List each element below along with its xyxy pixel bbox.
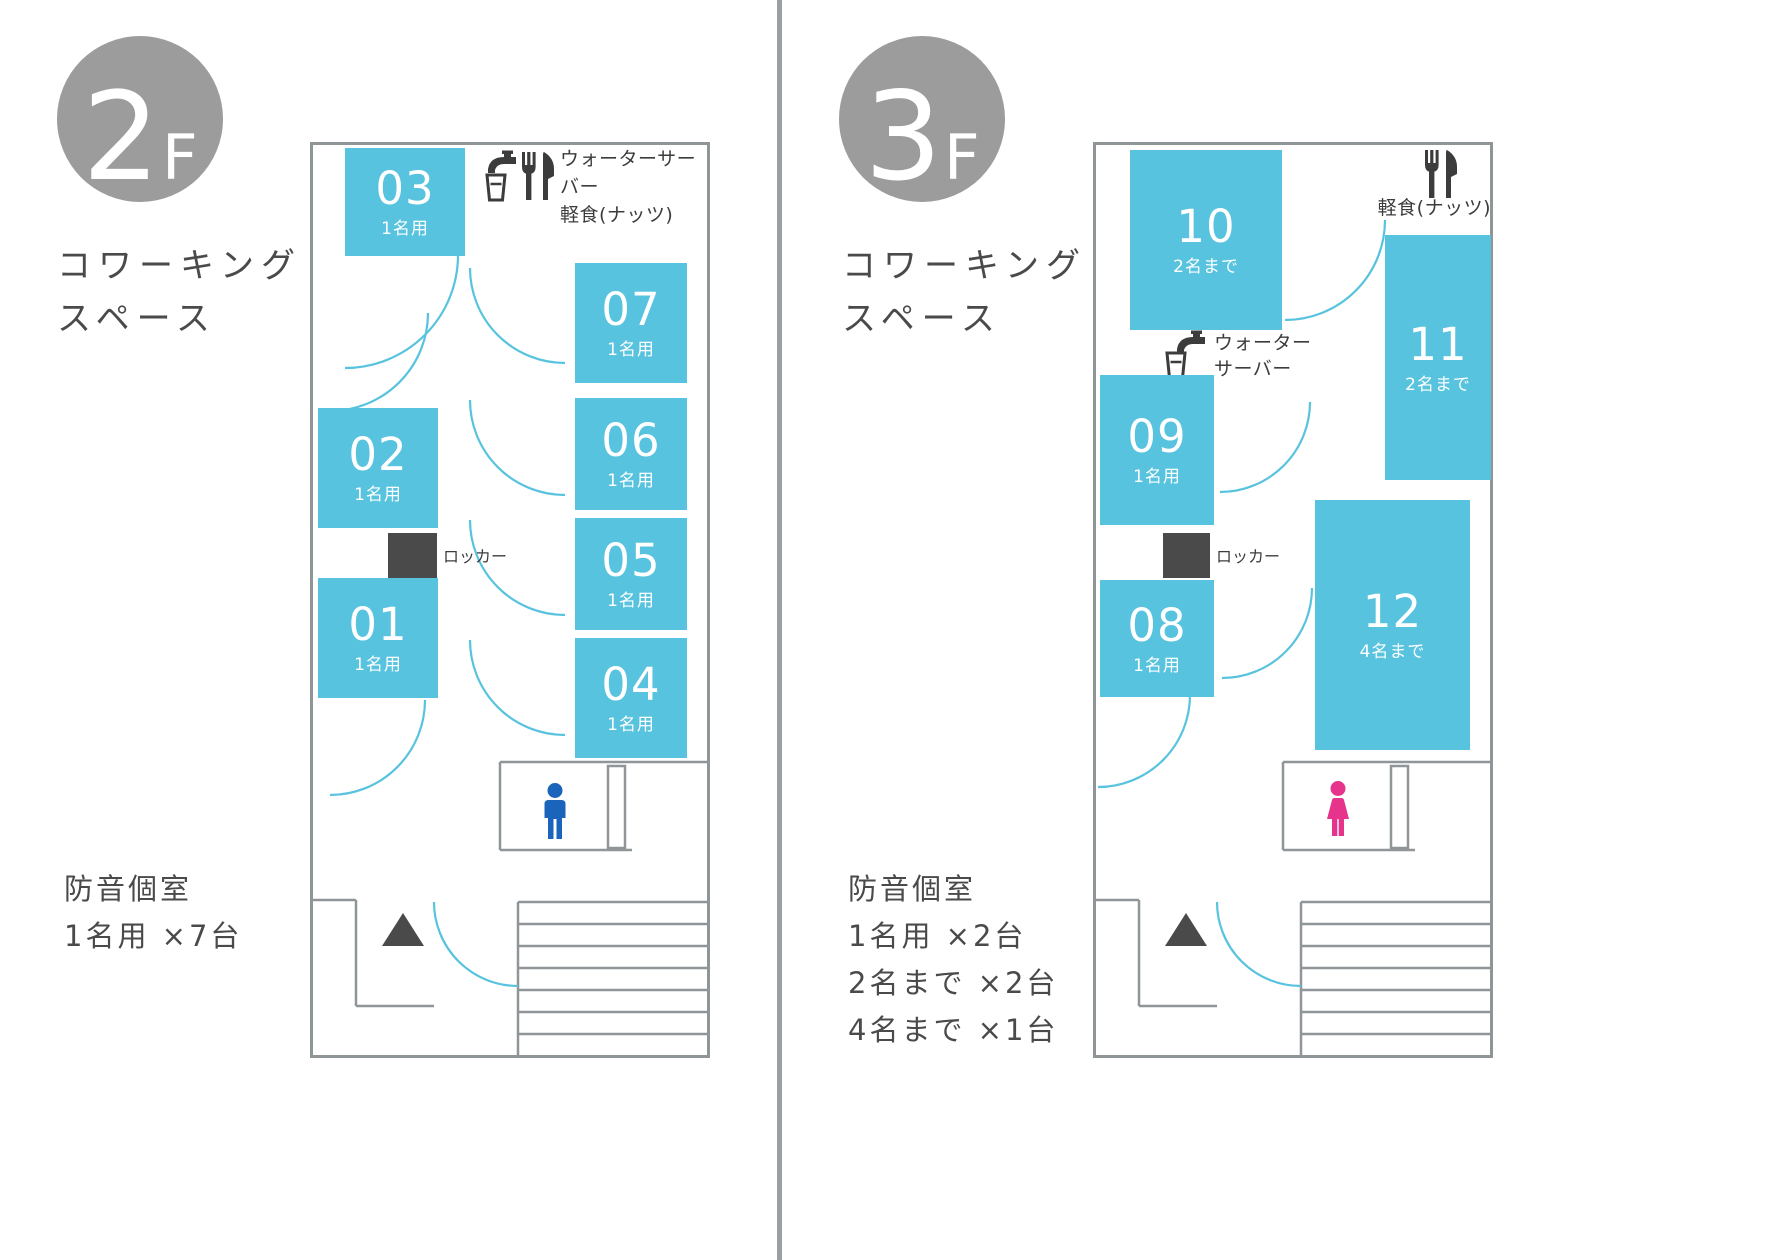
male-restroom-icon [544, 783, 566, 839]
amenity-label: ウォーターサーバー 軽食(ナッツ) [560, 145, 710, 229]
door-arcs [1097, 219, 1387, 988]
room-number: 07 [601, 283, 661, 336]
floor-2-badge: 2 F [57, 36, 223, 202]
room-capacity: 1名用 [607, 715, 655, 735]
floor-2-plan: 03 1名用 07 1名用 06 1名用 05 1名用 04 1名用 02 1名… [310, 142, 710, 1058]
badge-suffix: F [161, 121, 198, 194]
legend-title: 防音個室 [848, 872, 977, 906]
badge-number: 3 [864, 66, 942, 208]
female-restroom-icon [1327, 781, 1349, 836]
legend-line: 4名まで ×1台 [848, 1013, 1059, 1047]
wall-outline [1093, 142, 1493, 1058]
wall-outline [310, 142, 710, 1058]
entrance-triangle-icon [1165, 913, 1207, 946]
room-box: 10 2名まで [1130, 150, 1282, 330]
room-box: 12 4名まで [1315, 500, 1470, 750]
room-box: 11 2名まで [1385, 235, 1491, 480]
legend-line: 2名まで ×2台 [848, 966, 1059, 1000]
room-number: 04 [601, 658, 661, 711]
floor-title-line: コワーキング [57, 246, 302, 286]
room-capacity: 1名用 [1133, 467, 1181, 487]
badge-number: 2 [82, 66, 160, 208]
floor-3-badge: 3 F [839, 36, 1005, 202]
floor-3-plan-drawing [1093, 142, 1493, 1058]
room-number: 11 [1408, 317, 1468, 371]
water-server-icon [1177, 330, 1205, 353]
room-capacity: 1名用 [607, 471, 655, 491]
room-capacity: 1名用 [607, 591, 655, 611]
room-capacity: 1名用 [354, 485, 402, 505]
floor-2-legend: 防音個室 1名用 ×7台 [64, 866, 242, 960]
room-capacity: 1名用 [354, 655, 402, 675]
room-capacity: 2名まで [1405, 374, 1471, 395]
cup-icon [485, 173, 507, 202]
snack-label: 軽食(ナッツ) [1377, 197, 1491, 219]
room-number: 12 [1362, 585, 1423, 638]
legend-line: 1名用 ×2台 [848, 919, 1027, 953]
room-box: 06 1名用 [575, 398, 687, 510]
toilet-door [606, 764, 627, 850]
legend-line: 1名用 ×7台 [64, 919, 243, 953]
locker-label: ロッカー [443, 547, 508, 566]
room-box: 05 1名用 [575, 518, 687, 630]
room-capacity: 4名まで [1359, 642, 1426, 662]
cutlery-icon [522, 152, 554, 200]
stairs [518, 900, 708, 1036]
room-capacity: 1名用 [381, 219, 429, 239]
stairs [1301, 900, 1491, 1036]
room-box: 02 1名用 [318, 408, 438, 528]
floor-title-line: スペース [57, 299, 217, 339]
toilet-door [1389, 764, 1410, 850]
floor-3-plan: 10 2名まで 11 2名まで 09 1名用 08 1名用 12 4名まで 軽食… [1093, 142, 1493, 1058]
locker-label: ロッカー [1216, 547, 1281, 566]
snack-label: 軽食(ナッツ) [560, 204, 674, 226]
water-server-label: ウォーターサーバー [560, 148, 697, 198]
room-box: 07 1名用 [575, 263, 687, 383]
interior-walls [312, 760, 708, 1056]
locker-icon [1163, 533, 1210, 578]
room-number: 03 [375, 162, 435, 215]
room-box: 03 1名用 [345, 148, 465, 256]
room-box: 01 1名用 [318, 578, 438, 698]
badge-suffix: F [943, 121, 980, 194]
room-box: 04 1名用 [575, 638, 687, 758]
room-number: 09 [1127, 410, 1187, 463]
room-number: 06 [601, 414, 661, 467]
room-number: 05 [601, 534, 661, 587]
interior-walls [1095, 760, 1491, 1056]
room-number: 02 [348, 428, 408, 481]
water-server-label: ウォーター サーバー [1214, 330, 1312, 382]
entrance-triangle-icon [382, 913, 424, 946]
floor-divider [777, 0, 782, 1260]
floor-title-line: スペース [842, 299, 1002, 339]
room-number: 08 [1127, 598, 1187, 652]
floor-2-title: コワーキング スペース [57, 240, 302, 346]
room-capacity: 1名用 [1133, 655, 1181, 676]
room-capacity: 2名まで [1173, 257, 1239, 277]
room-box: 09 1名用 [1100, 375, 1214, 525]
floor-3-legend: 防音個室 1名用 ×2台 2名まで ×2台 4名まで ×1台 [848, 866, 1058, 1054]
locker-icon [388, 533, 437, 578]
floor-3-title: コワーキング スペース [842, 240, 1087, 346]
room-capacity: 1名用 [607, 340, 655, 360]
room-box: 08 1名用 [1100, 580, 1214, 697]
water-label-line: ウォーター [1214, 332, 1312, 354]
legend-title: 防音個室 [64, 872, 193, 906]
water-label-line: サーバー [1214, 358, 1292, 380]
floor-title-line: コワーキング [842, 246, 1087, 286]
cutlery-icon [1425, 150, 1457, 198]
room-number: 01 [348, 598, 408, 651]
water-server-icon [488, 150, 516, 173]
room-number: 10 [1176, 200, 1236, 253]
